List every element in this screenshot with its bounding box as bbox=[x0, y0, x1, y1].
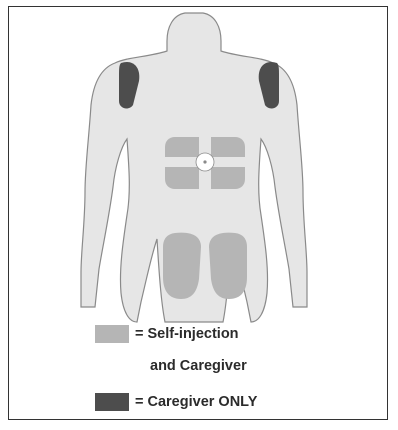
thigh-right-site bbox=[163, 233, 201, 299]
navel-icon bbox=[203, 160, 206, 163]
thigh-left-site bbox=[209, 233, 247, 299]
legend-caregiver-only: = Caregiver ONLY bbox=[95, 393, 257, 411]
self-injection-label: = Self-injection bbox=[135, 326, 239, 342]
legend-self-injection-line2: and Caregiver bbox=[150, 358, 247, 374]
caregiver-only-label: = Caregiver ONLY bbox=[135, 394, 257, 410]
legend-self-injection: = Self-injection bbox=[95, 325, 239, 343]
figure-frame: = Self-injection and Caregiver = Caregiv… bbox=[8, 6, 388, 420]
abdomen-lower-left-site bbox=[165, 167, 199, 189]
abdomen-lower-right-site bbox=[211, 167, 245, 189]
abdomen-upper-right-site bbox=[211, 137, 245, 157]
caregiver-only-swatch bbox=[95, 393, 129, 411]
abdomen-upper-left-site bbox=[165, 137, 199, 157]
caregiver-and-label: and Caregiver bbox=[150, 358, 247, 374]
self-injection-swatch bbox=[95, 325, 129, 343]
